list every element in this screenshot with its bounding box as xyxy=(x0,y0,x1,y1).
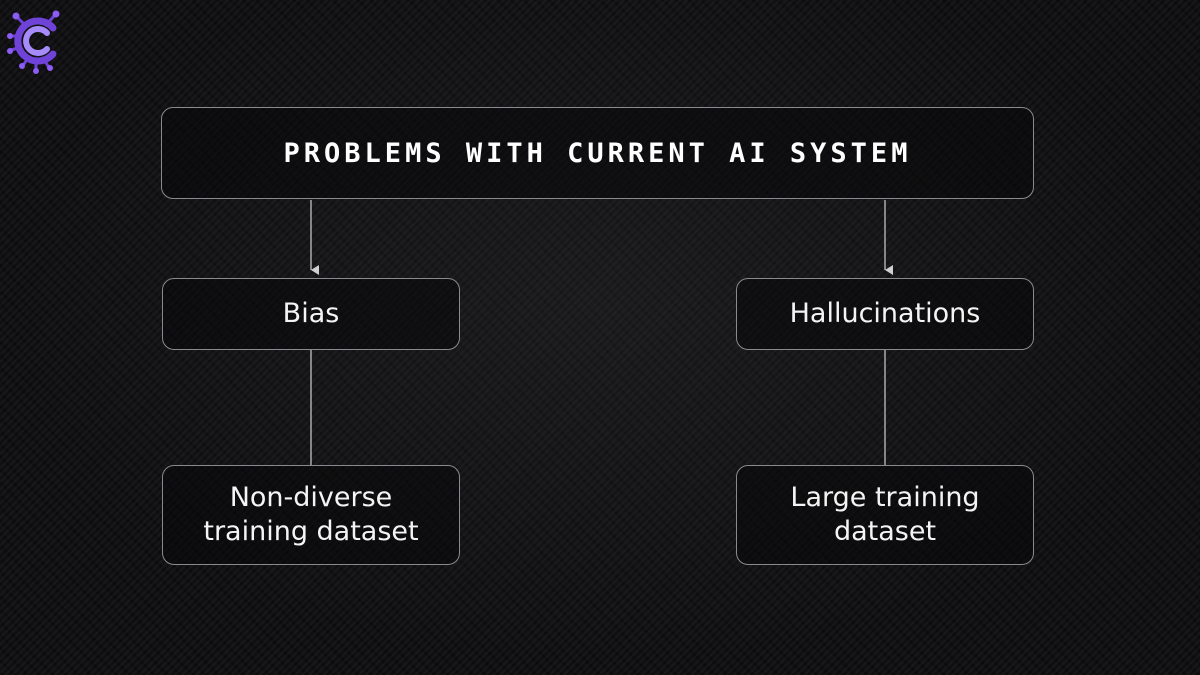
problem-node-bias: Bias xyxy=(162,278,460,350)
problem-label: Bias xyxy=(282,298,340,329)
circuit-c-logo-icon xyxy=(7,10,60,74)
problem-node-hallucinations: Hallucinations xyxy=(736,278,1034,350)
cause-node-hallucinations: Large training dataset xyxy=(736,465,1034,565)
title-node: Problems with current AI System xyxy=(161,107,1034,199)
cause-node-bias: Non-diverse training dataset xyxy=(162,465,460,565)
cause-label: Non-diverse training dataset xyxy=(203,482,419,547)
diagram-title: Problems with current AI System xyxy=(283,137,912,169)
cause-label: Large training dataset xyxy=(790,482,980,547)
problem-label: Hallucinations xyxy=(789,298,981,329)
brand-logo xyxy=(6,6,66,74)
